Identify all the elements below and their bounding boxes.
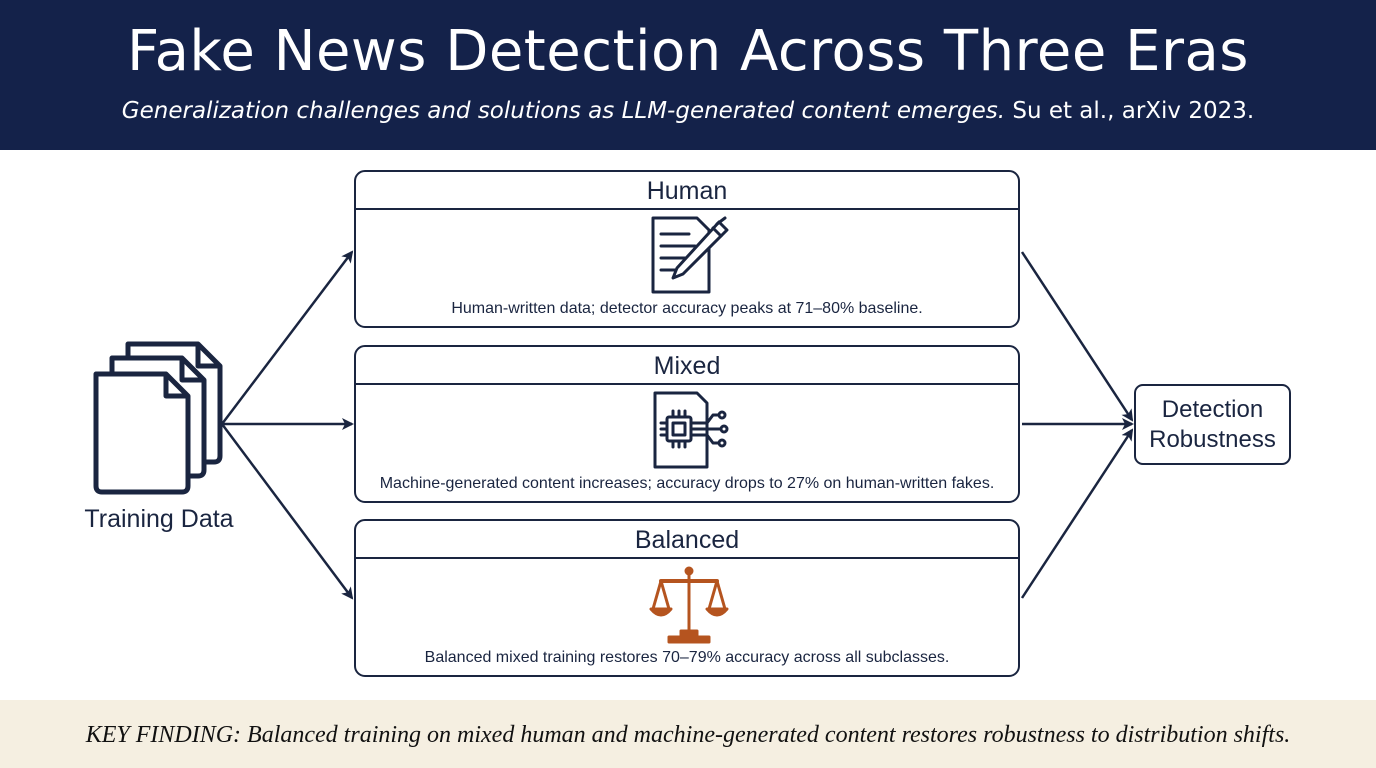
era-box-mixed: Mixed Machine-generated content increase… (354, 345, 1020, 503)
key-finding-text: KEY FINDING: Balanced training on mixed … (85, 722, 1291, 748)
subtitle-citation: Su et al., arXiv 2023. (1005, 98, 1255, 124)
arrow-training-to-human (221, 250, 354, 425)
subtitle-text: Generalization challenges and solutions … (121, 98, 1006, 124)
era-description-human: Human-written data; detector accuracy pe… (451, 300, 923, 317)
stacked-documents-icon (93, 341, 223, 495)
outcome-line-1: Detection (1161, 395, 1264, 423)
era-box-human: Human Human-written data; detector accur… (354, 170, 1020, 328)
era-box-balanced: Balanced Balanced mixed training restore… (354, 519, 1020, 677)
page-subtitle: Generalization challenges and solutions … (0, 94, 1376, 128)
era-title-mixed: Mixed (356, 347, 1018, 385)
page-title: Fake News Detection Across Three Eras (127, 19, 1249, 84)
era-description-mixed: Machine-generated content increases; acc… (379, 475, 995, 492)
balance-scale-icon (649, 566, 729, 644)
header-banner: Fake News Detection Across Three Eras Ge… (0, 0, 1376, 150)
era-description-balanced: Balanced mixed training restores 70–79% … (424, 649, 950, 666)
arrow-balanced-to-robustness (1020, 428, 1134, 599)
training-data-label: Training Data (84, 505, 234, 533)
document-pen-icon (651, 216, 729, 294)
document-chip-icon (653, 391, 729, 469)
outcome-line-2: Robustness (1149, 425, 1276, 453)
arrow-training-to-balanced (220, 423, 354, 600)
arrow-human-to-robustness (1020, 251, 1134, 422)
era-title-balanced: Balanced (356, 521, 1018, 559)
flow-arrows (220, 250, 1134, 600)
era-title-human: Human (356, 172, 1018, 210)
outcome-detection-robustness: Detection Robustness (1134, 384, 1291, 465)
key-finding-banner: KEY FINDING: Balanced training on mixed … (0, 700, 1376, 768)
